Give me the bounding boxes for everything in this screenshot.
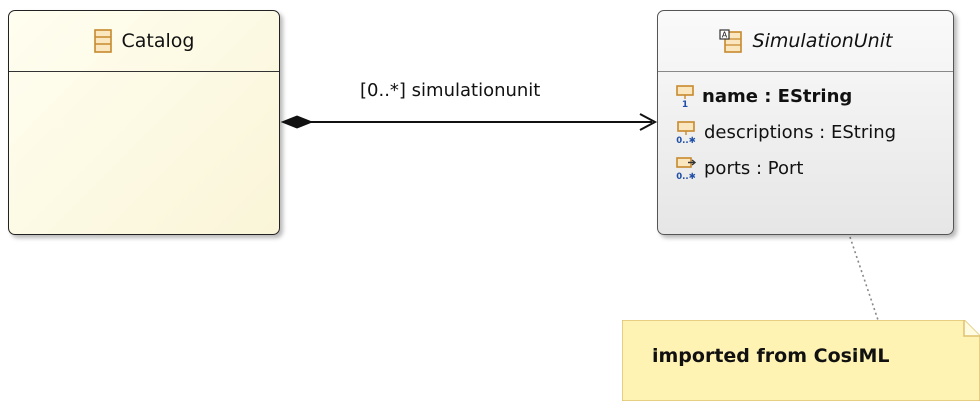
note-shape [622,320,980,401]
svg-text:0..✱: 0..✱ [676,172,696,180]
svg-text:0..✱: 0..✱ [676,136,696,144]
relation-label[interactable]: [0..*] simulationunit [360,80,541,101]
composition-diamond [280,115,314,129]
attribute-label: name : EString [702,85,853,107]
note-connector [849,236,879,321]
abstract-eclass-icon: A [718,29,743,53]
attribute-row[interactable]: 0..✱ descriptions : EString [658,114,953,150]
attribute-list: 1 name : EString 0..✱ descriptions : ESt… [658,72,953,186]
arrowhead [639,113,658,131]
class-name: SimulationUnit [752,30,893,52]
svg-text:1: 1 [682,100,688,108]
class-simulation-unit[interactable]: A SimulationUnit 1 name : EString [657,10,954,235]
attribute-many-icon: 0..✱ [674,120,698,144]
attribute-icon: 1 [674,84,696,108]
class-catalog[interactable]: Catalog [8,10,280,235]
class-header: Catalog [9,11,279,72]
class-name: Catalog [121,30,195,52]
class-header: A SimulationUnit [658,11,953,72]
attribute-label: descriptions : EString [704,121,897,143]
reference-many-icon: 0..✱ [674,156,698,180]
note-text: imported from CosiML [652,345,890,367]
note[interactable]: imported from CosiML [622,320,980,401]
attribute-row[interactable]: 1 name : EString [658,78,953,114]
eclass-icon [93,29,112,53]
attribute-row[interactable]: 0..✱ ports : Port [658,150,953,186]
attribute-label: ports : Port [704,157,804,179]
svg-text:A: A [721,31,727,40]
